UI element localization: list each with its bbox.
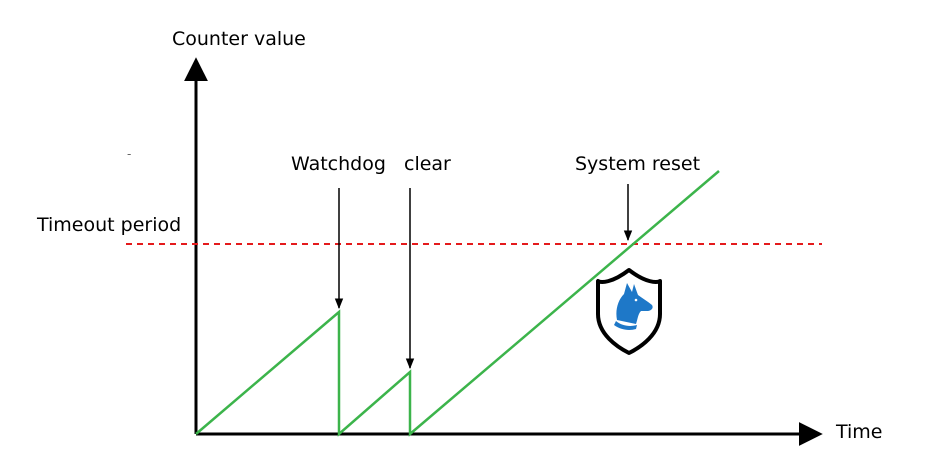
counter-line	[195, 170, 720, 437]
stray-mark: -	[127, 147, 131, 161]
x-axis-label: Time	[835, 421, 883, 443]
watchdog-label: Watchdog	[291, 153, 386, 175]
watchdog-shield-icon	[596, 268, 662, 355]
system-reset-label: System reset	[575, 153, 700, 175]
clear-label: clear	[404, 153, 451, 175]
y-axis-label: Counter value	[172, 28, 306, 50]
timeout-period-label: Timeout period	[36, 214, 181, 236]
